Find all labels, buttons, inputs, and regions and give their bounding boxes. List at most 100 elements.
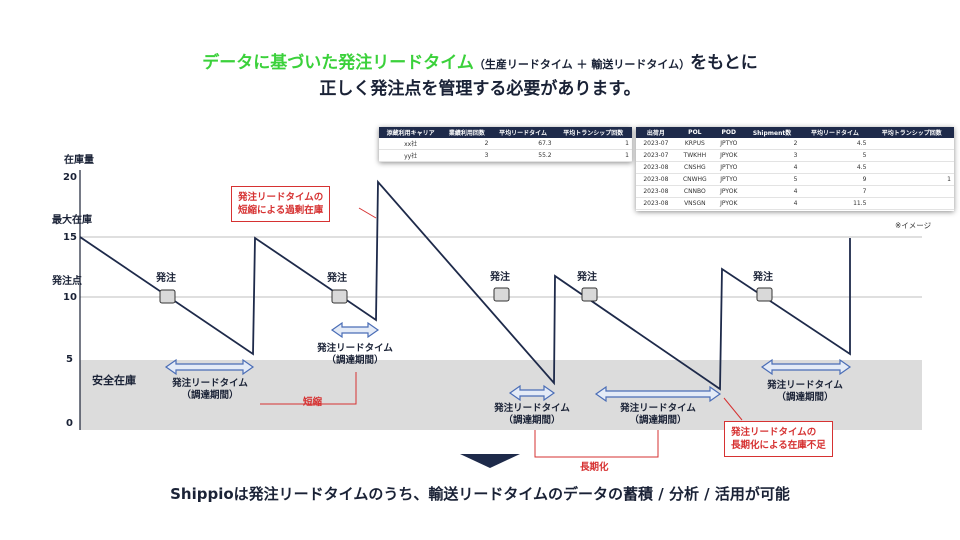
order-marker bbox=[581, 287, 598, 302]
caption-main: 発注リードタイム bbox=[317, 343, 393, 354]
cell: KRPUS bbox=[675, 138, 714, 150]
lead-time-caption: 発注リードタイム （調達期間） bbox=[755, 380, 855, 404]
cell: 2023-07 bbox=[636, 138, 676, 150]
caption-sub: （調達期間） bbox=[503, 415, 561, 426]
headline-small: （生産リードタイム ＋ 輸送リードタイム） bbox=[473, 58, 691, 71]
cell: 4 bbox=[743, 197, 801, 210]
cell: 2023-08 bbox=[636, 161, 676, 174]
cell bbox=[869, 138, 954, 150]
cell: JPTYO bbox=[713, 138, 744, 150]
inventory-line bbox=[79, 179, 851, 391]
col-header: 平均リードタイム bbox=[491, 127, 555, 138]
col-header: 出荷月 bbox=[636, 127, 676, 138]
cell: 4 bbox=[743, 161, 801, 174]
col-header: 平均トランシップ回数 bbox=[869, 127, 954, 138]
cell: 4.5 bbox=[800, 161, 870, 174]
tick-0: 0 bbox=[66, 418, 73, 429]
cell: xx社 bbox=[379, 138, 443, 150]
order-marker bbox=[159, 289, 176, 304]
cell: JPYOK bbox=[713, 197, 744, 210]
image-note: ※イメージ bbox=[895, 221, 932, 230]
headline-green: データに基づいた発注リードタイム bbox=[202, 53, 474, 73]
col-header: 添蔵利用キャリア bbox=[379, 127, 443, 138]
cell: VNSGN bbox=[675, 197, 714, 210]
order-label: 発注 bbox=[327, 273, 347, 284]
lead-time-caption: 発注リードタイム （調達期間） bbox=[305, 343, 405, 367]
order-marker bbox=[331, 289, 348, 304]
caption-main: 発注リードタイム bbox=[620, 403, 696, 414]
cell: 9 bbox=[800, 173, 870, 186]
col-header: Shipment数 bbox=[743, 127, 801, 138]
carrier-table-panel: 添蔵利用キャリア 業績利用回数 平均リードタイム 平均トランシップ回数 xx社 … bbox=[379, 127, 632, 162]
cell: 7 bbox=[800, 185, 870, 198]
cell: 1 bbox=[554, 149, 632, 162]
lead-time-arrow bbox=[164, 358, 255, 376]
cell: 2023-08 bbox=[636, 197, 676, 210]
tick-15: 15 bbox=[63, 232, 77, 243]
cell bbox=[869, 197, 954, 210]
lead-time-caption: 発注リードタイム （調達期間） bbox=[482, 403, 582, 427]
carrier-table: 添蔵利用キャリア 業績利用回数 平均リードタイム 平均トランシップ回数 xx社 … bbox=[379, 127, 632, 162]
cell: JPTYO bbox=[713, 161, 744, 174]
caption-sub: （調達期間） bbox=[326, 355, 384, 366]
callout-short-pointer bbox=[358, 207, 377, 219]
caption-main: 発注リードタイム bbox=[172, 378, 248, 389]
cell: 4.5 bbox=[800, 138, 870, 150]
callout-long-line1: 発注リードタイムの bbox=[731, 427, 817, 438]
bottom-message: Shippioは発注リードタイムのうち、輸送リードタイムのデータの蓄積 / 分析… bbox=[170, 485, 790, 503]
shipment-table-header: 出荷月 POL POD Shipment数 平均リードタイム 平均トランシップ回… bbox=[636, 127, 954, 138]
lead-time-arrow bbox=[330, 321, 380, 339]
axis-title: 在庫量 bbox=[64, 155, 94, 166]
col-header: POD bbox=[713, 127, 744, 138]
caption-main: 発注リードタイム bbox=[494, 403, 570, 414]
callout-long: 発注リードタイムの 長期化による在庫不足 bbox=[724, 421, 833, 457]
cell: 1 bbox=[869, 173, 954, 186]
cell: 2023-08 bbox=[636, 173, 676, 186]
cell: 11.5 bbox=[800, 197, 870, 210]
headline-tail: をもとに bbox=[690, 53, 758, 73]
tick-10: 10 bbox=[63, 292, 77, 303]
order-label: 発注 bbox=[156, 273, 176, 284]
caption-main: 発注リードタイム bbox=[767, 380, 843, 391]
callout-short-line1: 発注リードタイムの bbox=[238, 192, 324, 203]
lead-time-caption: 発注リードタイム （調達期間） bbox=[160, 378, 260, 402]
short-connector bbox=[260, 372, 357, 405]
cell bbox=[869, 149, 954, 162]
cell: 3 bbox=[442, 149, 492, 162]
axis-label-reorder: 発注点 bbox=[52, 276, 82, 287]
cell: JPTYO bbox=[713, 173, 744, 186]
lead-time-arrow bbox=[760, 358, 852, 376]
caption-sub: （調達期間） bbox=[776, 392, 834, 403]
headline-line1: データに基づいた発注リードタイム（生産リードタイム ＋ 輸送リードタイム）をもと… bbox=[0, 48, 960, 73]
cell: yy社 bbox=[379, 149, 443, 162]
safety-stock-label: 安全在庫 bbox=[92, 374, 136, 387]
col-header: 平均トランシップ回数 bbox=[554, 127, 632, 138]
callout-long-pointer bbox=[723, 397, 743, 421]
label-short: 短縮 bbox=[303, 397, 323, 408]
cell: 5 bbox=[800, 149, 870, 162]
cell: 2 bbox=[442, 138, 492, 150]
cell: 2023-07 bbox=[636, 149, 676, 162]
cell: TWKHH bbox=[675, 149, 714, 162]
order-label: 発注 bbox=[490, 272, 510, 283]
cell bbox=[869, 161, 954, 174]
tick-5: 5 bbox=[66, 354, 73, 365]
cell bbox=[869, 185, 954, 198]
long-connector bbox=[534, 430, 659, 458]
shipment-table-panel: 出荷月 POL POD Shipment数 平均リードタイム 平均トランシップ回… bbox=[636, 127, 954, 211]
order-label: 発注 bbox=[753, 272, 773, 283]
safety-stock-band bbox=[80, 360, 922, 430]
headline-line2: 正しく発注点を管理する必要があります。 bbox=[319, 79, 641, 99]
tick-20: 20 bbox=[63, 172, 77, 183]
callout-short-line2: 短縮による過剰在庫 bbox=[238, 205, 324, 216]
lead-time-caption: 発注リードタイム （調達期間） bbox=[608, 403, 708, 427]
order-marker bbox=[756, 287, 773, 302]
cell: 3 bbox=[743, 149, 801, 162]
caption-sub: （調達期間） bbox=[629, 415, 687, 426]
